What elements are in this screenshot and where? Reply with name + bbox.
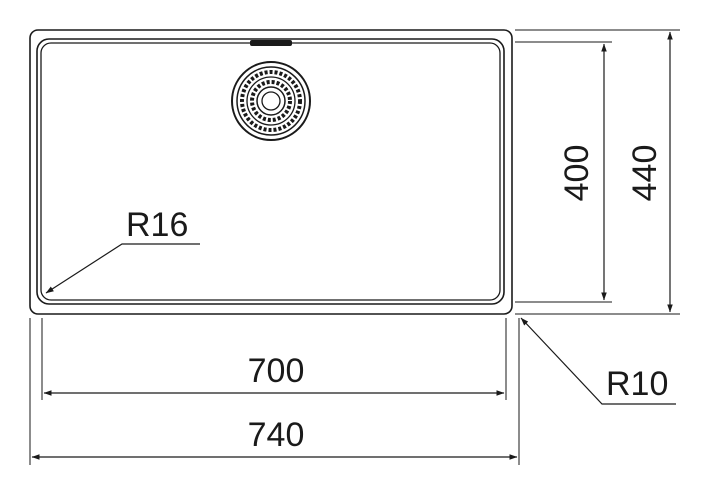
sink-inner-bowl-edge [40,42,501,301]
outer-height-label: 440 [626,145,664,202]
sink-inner-bowl [36,38,505,305]
inner-radius-label: R16 [126,206,188,244]
inner-width-label: 700 [248,352,305,390]
sink-outer-rim [29,29,513,315]
inner-radius-leader [45,243,200,294]
overflow-slot [250,40,292,46]
inner-height-label: 400 [558,145,596,202]
outer-radius-leader [520,317,676,405]
drain-strainer-icon [231,61,311,141]
outer-width-label: 740 [248,416,305,454]
outer-radius-label: R10 [606,365,668,403]
